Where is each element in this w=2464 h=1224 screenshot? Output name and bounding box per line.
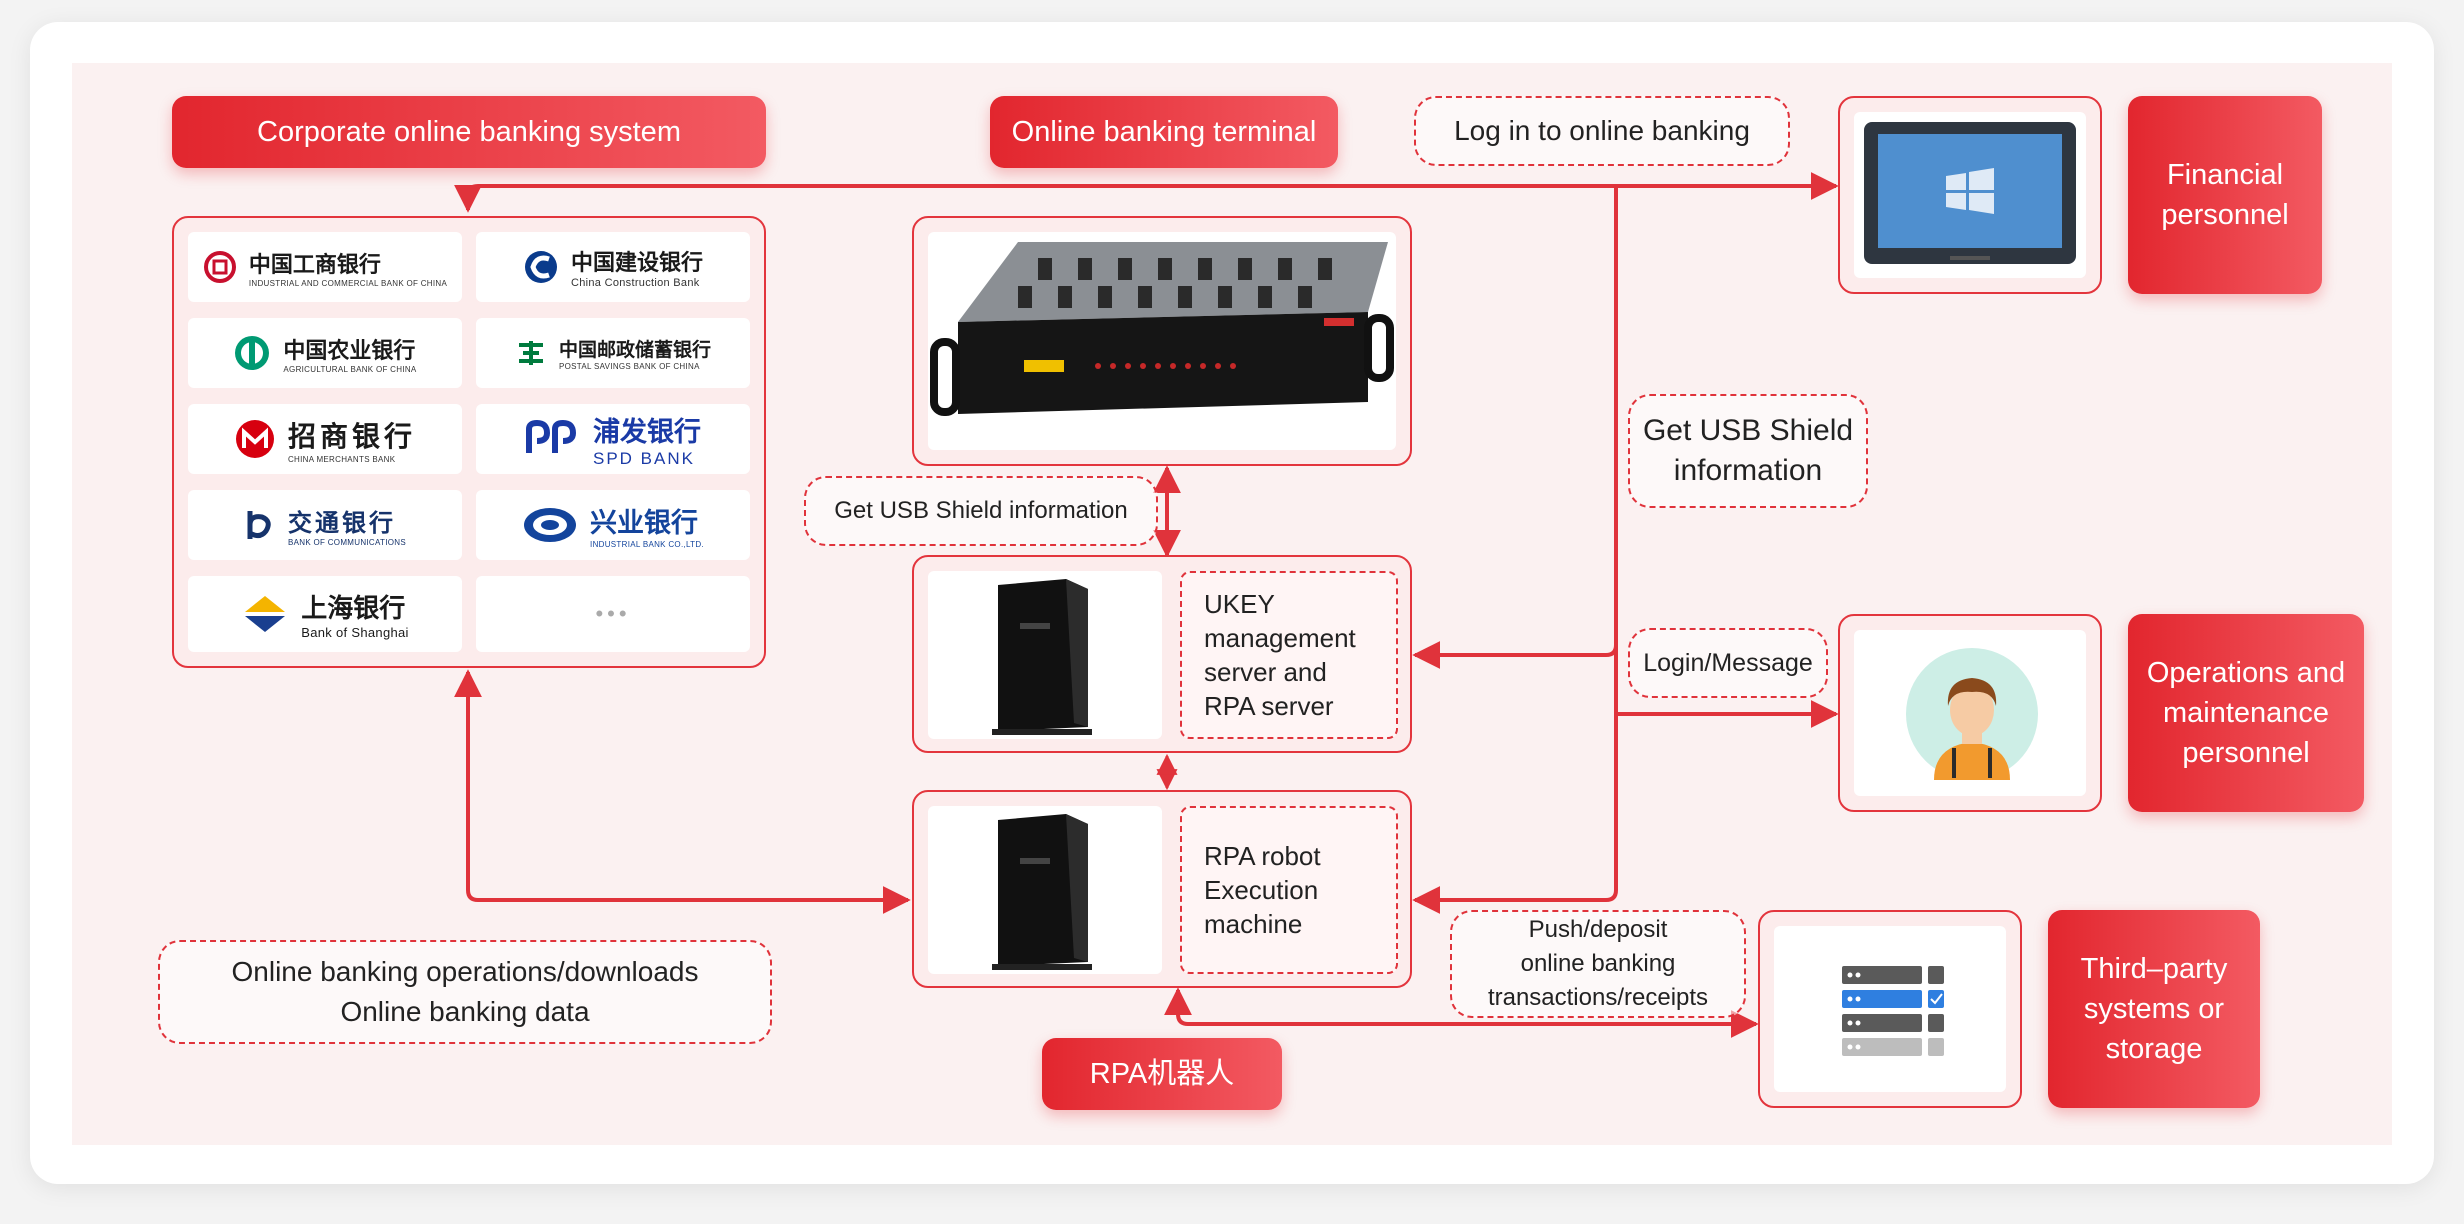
server-stack-icon xyxy=(1842,966,1944,1056)
rack-device-icon xyxy=(930,242,1394,416)
bank-name-en: BANK OF COMMUNICATIONS xyxy=(287,538,406,547)
bank-name-en: CHINA MERCHANTS BANK xyxy=(287,454,396,464)
bank-spd: 浦发银行 SPD BANK xyxy=(476,404,750,474)
bank-name: 中国工商银行 xyxy=(248,251,381,278)
ops-downloads-note: Online banking operations/downloads Onli… xyxy=(158,940,772,1044)
more-banks-ellipsis: ••• xyxy=(595,601,631,626)
terminal-label: Online banking terminal xyxy=(990,96,1338,168)
rpa-exec-image xyxy=(928,806,1162,974)
tower-server-icon xyxy=(992,579,1092,735)
bank-grid-frame: 中国工商银行 INDUSTRIAL AND COMMERCIAL BANK OF… xyxy=(172,216,766,668)
rpa-exec-frame: RPA robot Execution machine xyxy=(912,790,1412,988)
ukey-server-image xyxy=(928,571,1162,739)
bank-name: 中国邮政储蓄银行 xyxy=(558,339,711,361)
storage-frame xyxy=(1758,910,2022,1108)
storage-panel xyxy=(1774,926,2006,1092)
terminal-device-frame xyxy=(912,216,1412,466)
third-party-label: Third–party systems or storage xyxy=(2048,910,2260,1108)
ops-downloads-note-text: Online banking operations/downloads Onli… xyxy=(231,956,699,1027)
ops-avatar-panel xyxy=(1854,630,2086,796)
person-avatar-icon xyxy=(1906,648,2038,780)
abc-logo-icon xyxy=(235,336,270,370)
icbc-logo-icon xyxy=(203,251,236,283)
bank-abc: 中国农业银行 AGRICULTURAL BANK OF CHINA xyxy=(188,318,462,388)
get-usb-left-note: Get USB Shield information xyxy=(804,476,1158,546)
ccb-logo-icon xyxy=(524,251,557,283)
get-usb-right-note-text: Get USB Shield information xyxy=(1642,414,1854,487)
spd-logo-icon xyxy=(526,419,577,453)
bank-name-en: INDUSTRIAL BANK CO.,LTD. xyxy=(590,540,704,549)
ukey-server-caption: UKEY management server and RPA server xyxy=(1204,589,1356,721)
bank-shanghai: 上海银行 Bank of Shanghai xyxy=(188,576,462,652)
bocom-logo-icon xyxy=(247,511,271,539)
bank-icbc: 中国工商银行 INDUSTRIAL AND COMMERCIAL BANK OF… xyxy=(188,232,462,302)
bank-psbc: 中国邮政储蓄银行 POSTAL SAVINGS BANK OF CHINA xyxy=(476,318,750,388)
cmb-logo-icon xyxy=(235,420,274,458)
cib-logo-icon xyxy=(524,508,577,542)
bank-name: 招商银行 xyxy=(287,419,416,453)
bank-name: 兴业银行 xyxy=(590,508,699,539)
push-deposit-note-text: Push/deposit online banking transactions… xyxy=(1487,916,1709,1011)
rpa-exec-caption: RPA robot Execution machine xyxy=(1204,841,1321,939)
bank-name-en: Bank of Shanghai xyxy=(301,625,409,640)
terminal-label-text: Online banking terminal xyxy=(1011,116,1317,148)
bank-cib: 兴业银行 INDUSTRIAL BANK CO.,LTD. xyxy=(476,490,750,560)
bank-name: 中国建设银行 xyxy=(570,250,703,276)
bank-bocom: 交通银行 BANK OF COMMUNICATIONS xyxy=(188,490,462,560)
get-usb-left-note-text: Get USB Shield information xyxy=(834,497,1128,524)
ukey-server-frame: UKEY management server and RPA server xyxy=(912,555,1412,753)
more-banks-cell: ••• xyxy=(476,576,750,652)
bos-logo-icon xyxy=(245,596,286,632)
bank-name: 交通银行 xyxy=(287,508,396,537)
financial-personnel-label-text: Financial personnel xyxy=(2161,159,2289,231)
financial-personnel-label: Financial personnel xyxy=(2128,96,2322,294)
bank-name-en: POSTAL SAVINGS BANK OF CHINA xyxy=(558,362,700,371)
bank-name: 中国农业银行 xyxy=(283,337,416,364)
terminal-device-panel xyxy=(928,232,1396,450)
psbc-logo-icon xyxy=(518,341,543,365)
get-usb-right-note: Get USB Shield information xyxy=(1628,394,1868,508)
laptop-panel xyxy=(1854,112,2086,278)
rpa-robot-label: RPA机器人 xyxy=(1042,1038,1282,1110)
third-party-label-text: Third–party systems or storage xyxy=(2080,953,2228,1065)
corporate-banking-label: Corporate online banking system xyxy=(172,96,766,168)
ops-personnel-label: Operations and maintenance personnel xyxy=(2128,614,2364,812)
login-message-note: Login/Message xyxy=(1628,628,1828,698)
login-online-note: Log in to online banking xyxy=(1414,96,1790,166)
bank-ccb: 中国建设银行 China Construction Bank xyxy=(476,232,750,302)
ops-avatar-frame xyxy=(1838,614,2102,812)
bank-name-en: China Construction Bank xyxy=(570,277,700,289)
push-deposit-note: Push/deposit online banking transactions… xyxy=(1450,910,1746,1018)
bank-name: 浦发银行 xyxy=(593,416,701,448)
login-message-note-text: Login/Message xyxy=(1643,649,1813,677)
laptop-icon xyxy=(1864,122,2076,264)
bank-name-en: INDUSTRIAL AND COMMERCIAL BANK OF CHINA xyxy=(248,278,448,288)
bank-name-en: SPD BANK xyxy=(593,448,695,468)
bank-name: 上海银行 xyxy=(301,594,406,624)
bank-cmb: 招商银行 CHINA MERCHANTS BANK xyxy=(188,404,462,474)
rpa-exec-caption-box: RPA robot Execution machine xyxy=(1180,806,1398,974)
rpa-robot-label-text: RPA机器人 xyxy=(1089,1058,1235,1090)
corporate-banking-label-text: Corporate online banking system xyxy=(257,116,681,148)
bank-name-en: AGRICULTURAL BANK OF CHINA xyxy=(283,364,417,374)
login-online-note-text: Log in to online banking xyxy=(1454,115,1750,146)
tower-server-icon xyxy=(992,814,1092,970)
laptop-frame xyxy=(1838,96,2102,294)
ukey-server-caption-box: UKEY management server and RPA server xyxy=(1180,571,1398,739)
ops-personnel-label-text: Operations and maintenance personnel xyxy=(2146,657,2346,769)
